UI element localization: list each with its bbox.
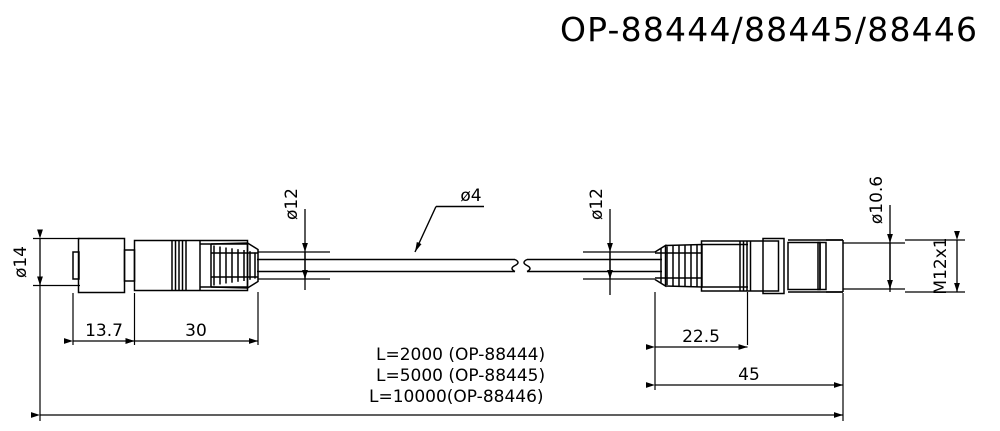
length-note-2: L=10000(OP-88446) <box>369 387 544 407</box>
left-connector-geometry <box>72 237 259 294</box>
dia12-left-label: ø12 <box>282 188 302 220</box>
extension-lines <box>39 286 844 421</box>
dia14-label: ø14 <box>11 246 31 278</box>
page-title: OP-88444/88445/88446 <box>560 10 978 49</box>
dia4-leader <box>414 205 484 253</box>
dim-45-label: 45 <box>738 365 760 385</box>
dia14-dimension <box>33 229 80 287</box>
dia10-6-dimension <box>843 205 905 292</box>
length-note-1: L=5000 (OP-88445) <box>376 366 545 386</box>
cable-geometry <box>257 258 662 273</box>
left-strain-relief-ribs <box>211 245 258 286</box>
dim-22-5-label: 22.5 <box>682 327 720 347</box>
length-note-0: L=2000 (OP-88444) <box>376 345 545 365</box>
length-notes: L=2000 (OP-88444) L=5000 (OP-88445) L=10… <box>369 345 545 407</box>
dim-30-label: 30 <box>185 321 207 341</box>
dia12-right-dimension <box>583 209 655 295</box>
m12-thread-label: M12x1 <box>931 237 951 294</box>
dia12-right-label: ø12 <box>587 188 607 220</box>
dia12-left-dimension <box>258 209 330 290</box>
dia4-label: ø4 <box>460 186 481 206</box>
dia10-6-label: ø10.6 <box>867 176 887 224</box>
right-connector-geometry <box>654 237 844 295</box>
dim-13-7-label: 13.7 <box>85 321 123 341</box>
m12-thread-dimension <box>905 231 965 293</box>
right-strain-relief-ribs <box>655 244 702 287</box>
